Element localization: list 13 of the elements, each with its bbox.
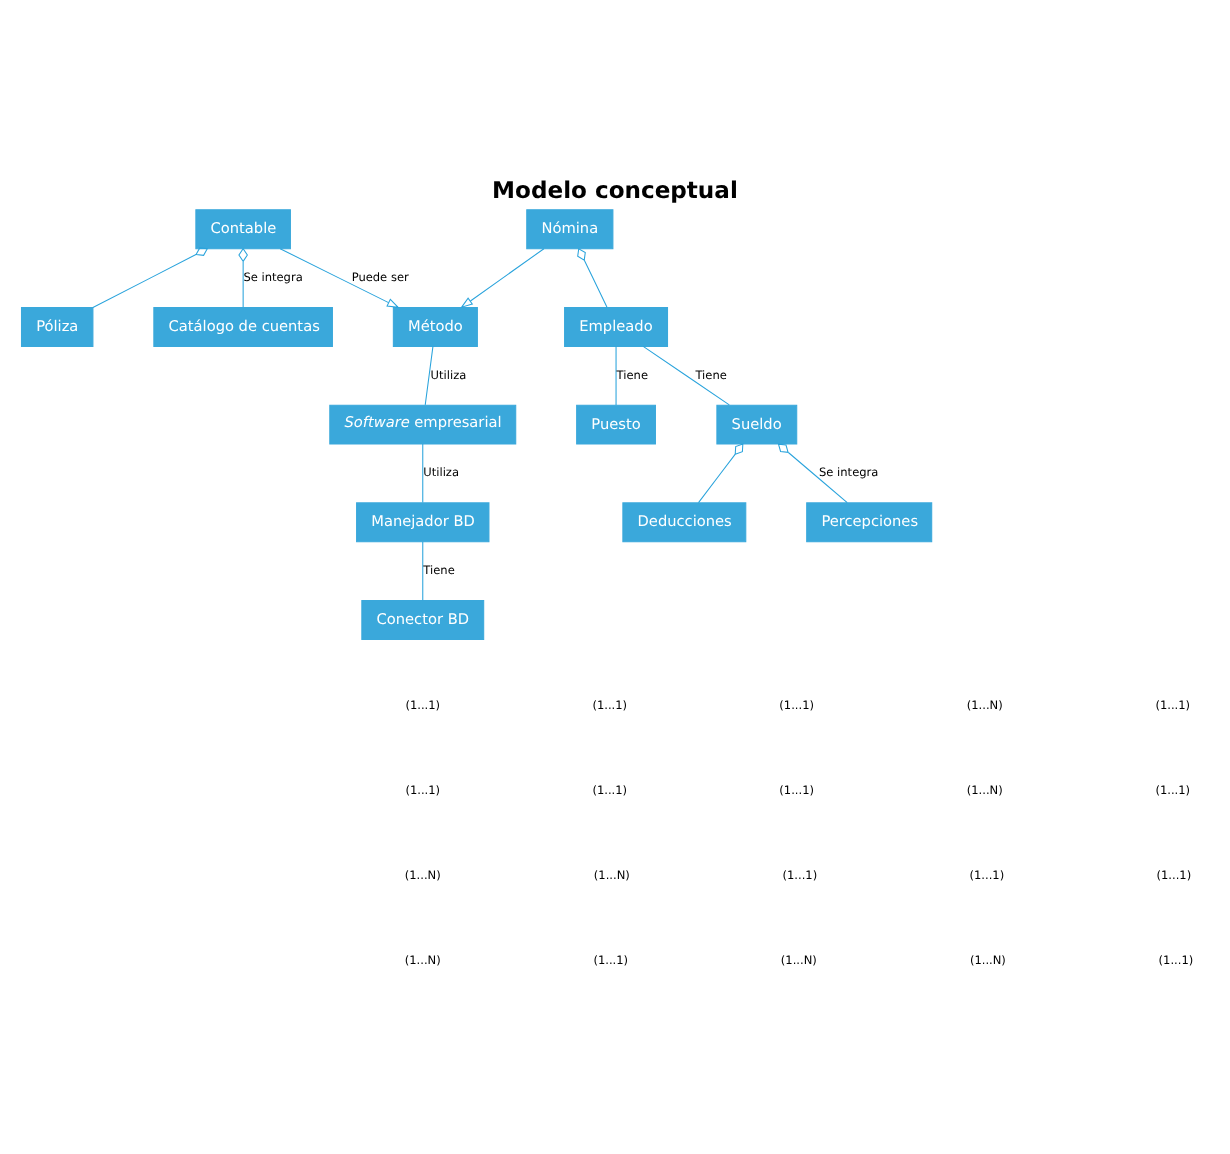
connector — [698, 442, 744, 503]
diagram-title: Modelo conceptual — [492, 174, 738, 203]
connector — [238, 246, 248, 307]
connector — [642, 344, 730, 405]
arrow — [279, 247, 400, 308]
connector — [777, 442, 848, 503]
connector — [422, 442, 424, 503]
connector — [424, 344, 434, 405]
connector — [615, 344, 617, 405]
arrow — [460, 247, 545, 308]
connector — [577, 246, 608, 307]
connector — [92, 246, 209, 308]
connector — [422, 540, 424, 600]
